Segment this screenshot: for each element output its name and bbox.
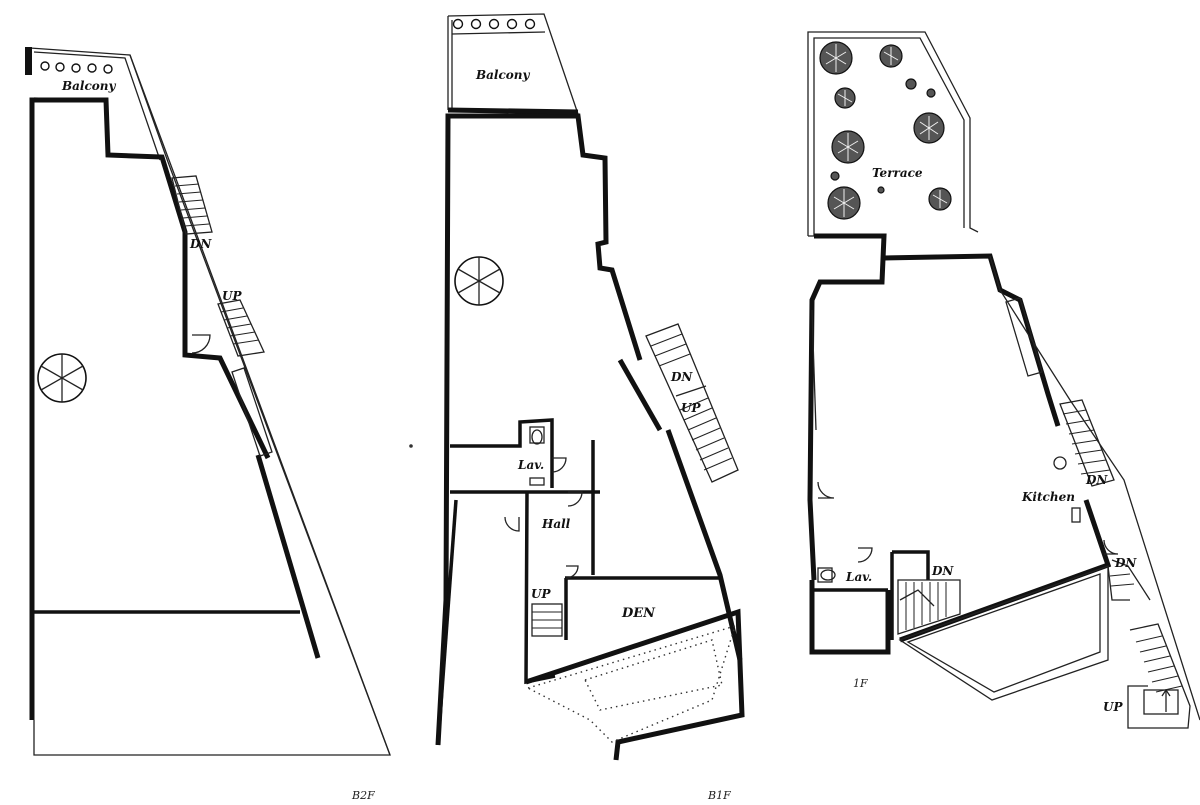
1f-stair-down-right-label: DN — [1114, 556, 1137, 570]
1f-stair-center — [897, 579, 961, 635]
1f-stair-down-top-label: DN — [1085, 473, 1108, 487]
b2f-stair-down-label: DN — [189, 237, 212, 251]
b1f-balcony-label: Balcony — [475, 68, 531, 82]
floor-plan-1f: Terrace Kitchen Lav. DN DN DN UP 1F — [807, 31, 1200, 729]
b1f-stair-down-label: DN — [670, 370, 693, 384]
b2f-floor-label: B2F — [351, 789, 375, 802]
b1f-lav-label: Lav. — [517, 458, 544, 472]
b1f-hall-label: Hall — [541, 517, 571, 531]
b1f-hall-stair-up-label: UP — [531, 587, 551, 601]
1f-terrace — [807, 31, 979, 236]
b1f-stair-main — [645, 323, 739, 483]
1f-floor-label: 1F — [853, 677, 868, 690]
floor-plan-b2f: Balcony DN UP B2F — [25, 47, 391, 802]
1f-lav-label: Lav. — [845, 570, 872, 584]
terrace-trees — [819, 41, 952, 220]
1f-stair-down-center-label: DN — [931, 564, 954, 578]
b2f-ceiling-fan-icon — [37, 353, 87, 403]
floor-plan-b1f: Balcony Lav. Hall DEN DN UP UP B1F — [409, 13, 745, 802]
b2f-stair-up — [217, 299, 265, 357]
b1f-den-label: DEN — [621, 606, 656, 621]
b2f-balcony — [25, 47, 169, 163]
b1f-stair-hall — [531, 603, 563, 637]
b2f-stair-up-label: UP — [222, 289, 242, 303]
b1f-stair-up-label: UP — [681, 401, 701, 415]
b2f-stair-down — [171, 175, 213, 235]
b1f-floor-label: B1F — [707, 789, 731, 802]
1f-terrace-label: Terrace — [872, 166, 923, 180]
1f-stair-right-top — [1059, 399, 1115, 487]
1f-kitchen-label: Kitchen — [1021, 490, 1075, 504]
b2f-balcony-label: Balcony — [61, 79, 117, 93]
1f-stair-up-label: UP — [1103, 700, 1123, 714]
1f-stair-right-bottom — [1127, 623, 1191, 729]
b1f-balcony — [447, 13, 579, 115]
b1f-ceiling-fan-icon — [454, 256, 504, 306]
